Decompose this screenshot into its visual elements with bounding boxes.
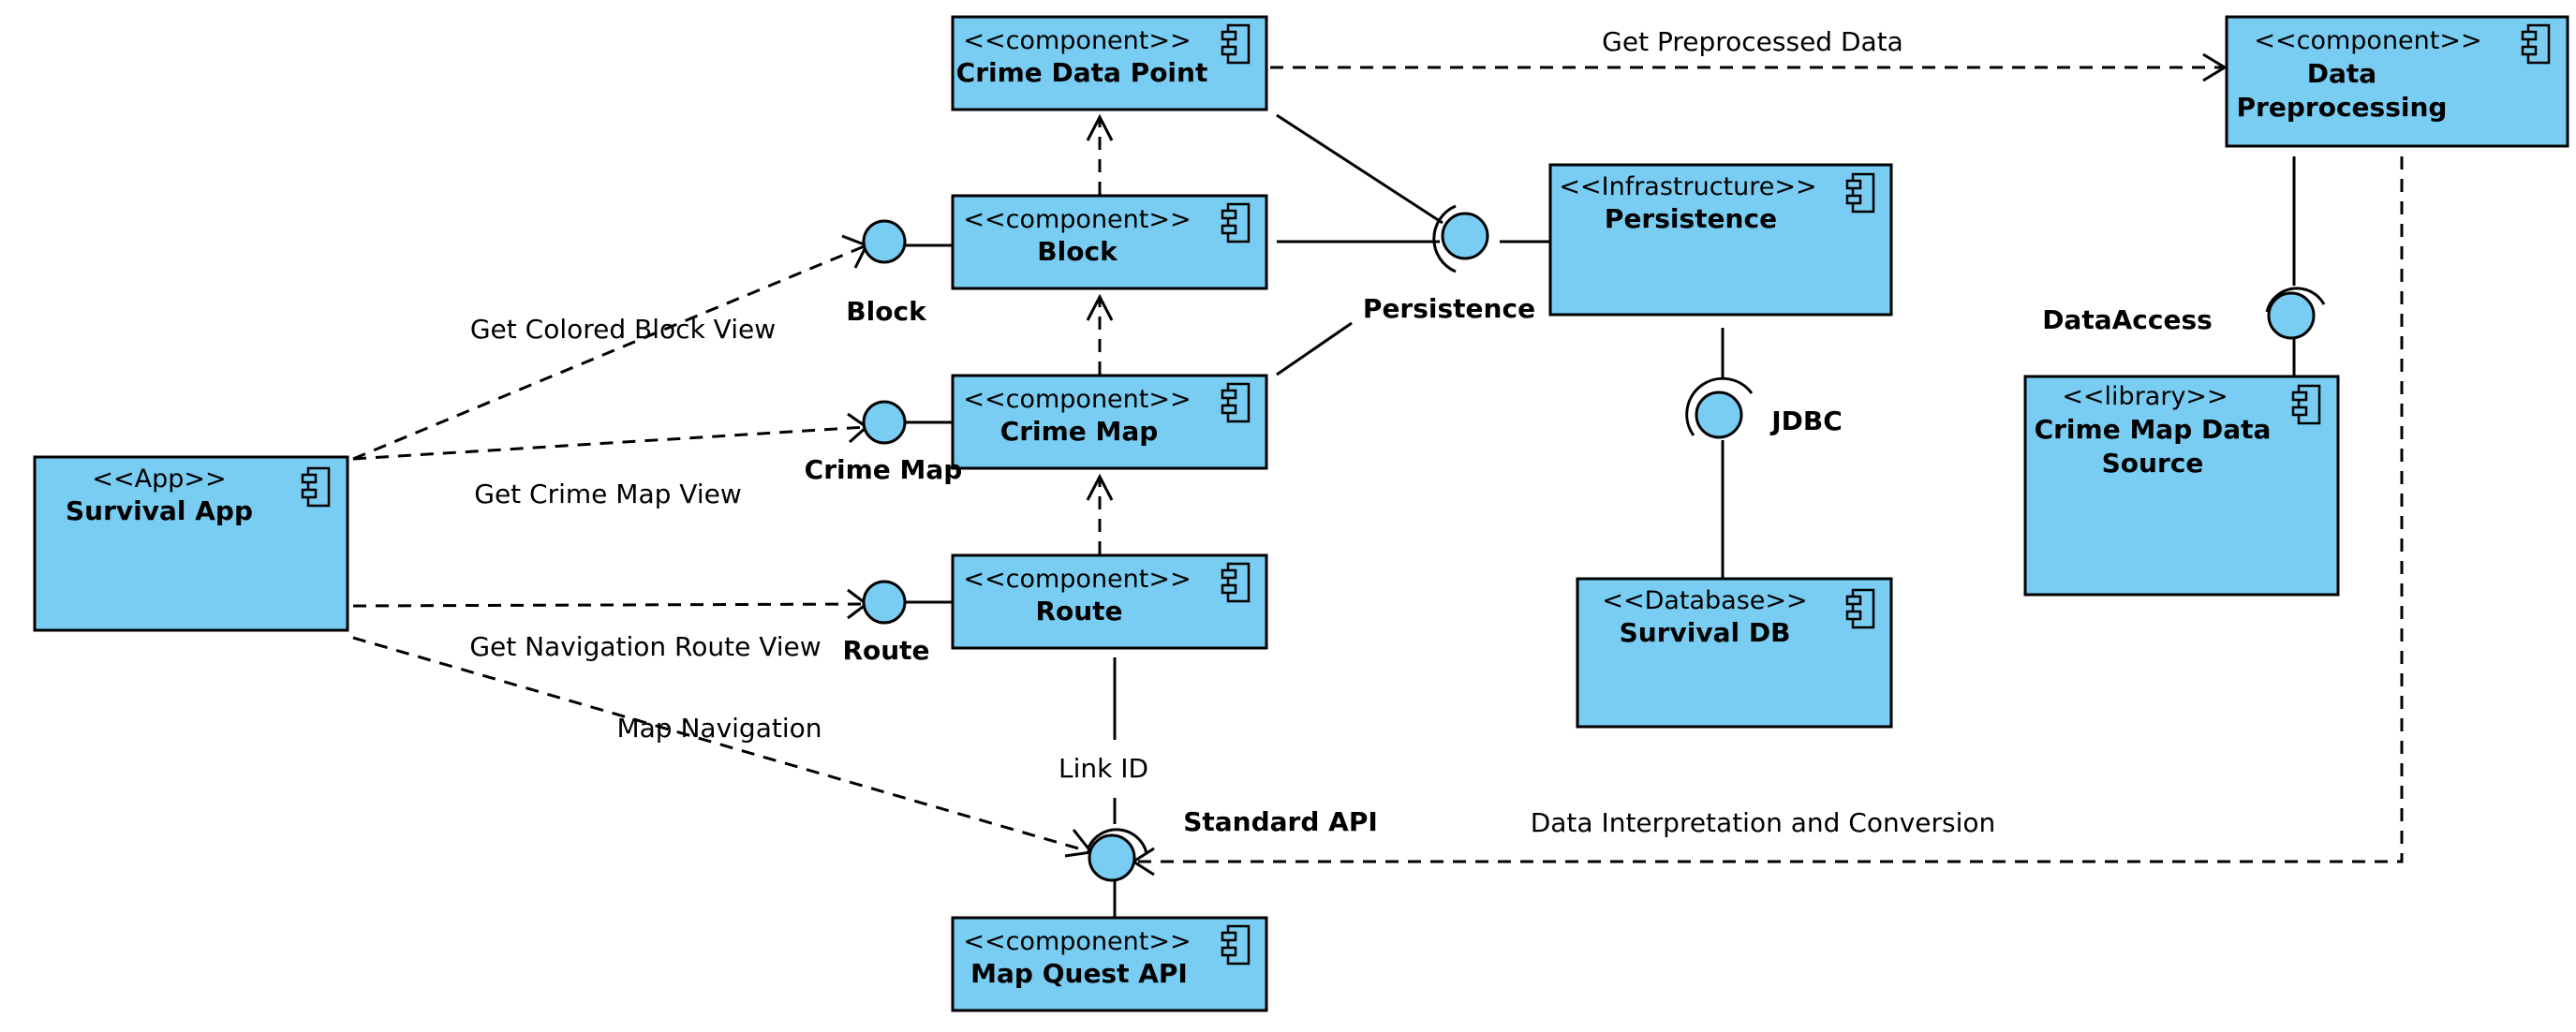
link-id-label: Link ID [1059,753,1148,784]
dep-crime-map-to-block [1086,293,1114,375]
dep-block-to-crime-data-point [1086,113,1114,195]
map-quest-api-stereotype: <<component>> [963,927,1191,956]
get-colored-block-view-label: Get Colored Block View [470,314,776,345]
standard-api-interface-icon [1088,833,1136,882]
edge-map-navigation [352,636,1094,858]
crime-map-interface-label: Crime Map [805,454,963,485]
crime-map-data-source-name-line2: Source [2102,448,2204,479]
survival-db-stereotype: <<Database>> [1602,586,1807,615]
persistence-socket-icon [1432,204,1457,273]
persistence-interface-icon [1441,212,1489,260]
route-component[interactable]: <<component>> Route [951,553,1268,650]
edge-get-preprocessed-data [1270,52,2228,82]
data-preprocessing-name-line1: Data [2307,58,2376,89]
dep-route-to-crime-map [1086,473,1114,554]
crime-map-data-source-name-line1: Crime Map Data [2035,414,2272,445]
edge-get-colored-block-view [352,234,869,461]
persistence-name: Persistence [1605,203,1777,234]
crime-map-data-source-stereotype: <<library>> [2062,382,2228,411]
crime-map-data-source-component[interactable]: <<library>> Crime Map Data Source [2023,375,2340,597]
crime-data-point-stereotype: <<component>> [963,26,1191,55]
jdbc-interface-icon [1695,391,1743,439]
persistence-component[interactable]: <<Infrastructure>> Persistence [1548,163,1893,317]
data-preprocessing-name-line2: Preprocessing [2237,92,2448,123]
route-interface-icon [862,580,907,625]
block-component[interactable]: <<component>> Block [951,194,1268,290]
jdbc-socket-icon [1685,376,1754,436]
edge-get-navigation-route-view [352,588,869,620]
crime-map-name: Crime Map [1000,416,1159,447]
map-navigation-label: Map Navigation [616,713,822,744]
map-quest-api-name: Map Quest API [970,958,1188,989]
get-crime-map-view-label: Get Crime Map View [474,479,741,509]
data-interpretation-label: Data Interpretation and Conversion [1531,807,1996,838]
survival-db-name: Survival DB [1620,617,1791,648]
standard-api-socket-icon [1087,828,1148,854]
map-quest-api-component[interactable]: <<component>> Map Quest API [951,916,1268,1012]
block-interface-label: Block [846,296,927,327]
data-preprocessing-component[interactable]: <<component>> Data Preprocessing [2225,15,2569,148]
route-interface-label: Route [842,635,929,666]
data-preprocessing-stereotype: <<component>> [2254,26,2481,55]
survival-db-component[interactable]: <<Database>> Survival DB [1576,577,1893,729]
survival-app-stereotype: <<App>> [92,464,226,494]
survival-app-name: Survival App [66,495,253,526]
data-access-interface-label: DataAccess [2042,304,2213,335]
crime-map-interface-icon [862,400,907,445]
block-interface-icon [862,219,907,264]
survival-app-component[interactable]: <<App>> Survival App [33,455,349,632]
get-navigation-route-view-label: Get Navigation Route View [469,631,821,662]
standard-api-interface-label: Standard API [1183,806,1378,837]
get-preprocessed-data-label: Get Preprocessed Data [1602,26,1903,57]
persistence-interface-label: Persistence [1363,293,1535,324]
block-name: Block [1037,236,1118,267]
data-access-interface-icon [2267,291,2316,340]
data-access-socket-icon [2265,287,2326,313]
route-name: Route [1035,596,1122,627]
edge-get-crime-map-view [352,412,869,461]
block-stereotype: <<component>> [963,205,1191,234]
crime-map-stereotype: <<component>> [963,385,1191,414]
crime-map-component[interactable]: <<component>> Crime Map [951,374,1268,470]
crime-data-point-component[interactable]: <<component>> Crime Data Point [951,15,1268,111]
jdbc-interface-label: JDBC [1769,405,1843,436]
crime-data-point-name: Crime Data Point [956,57,1208,88]
route-stereotype: <<component>> [963,565,1191,594]
persistence-stereotype: <<Infrastructure>> [1559,172,1816,201]
